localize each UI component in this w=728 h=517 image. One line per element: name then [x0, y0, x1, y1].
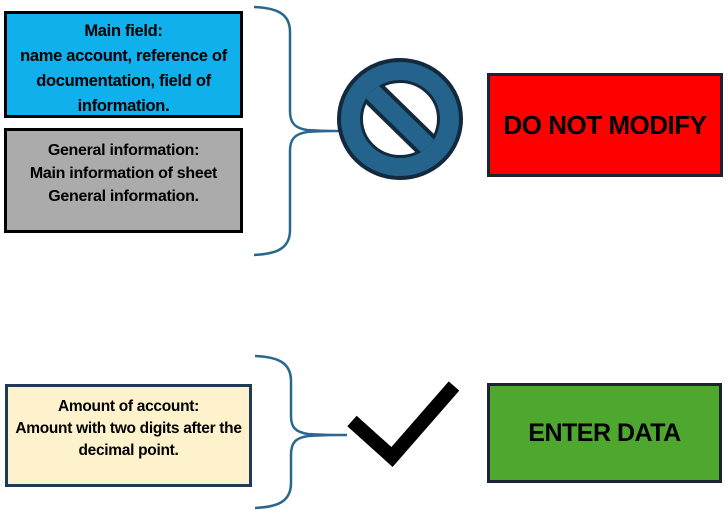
do-not-modify-label: DO NOT MODIFY: [487, 73, 723, 177]
general-info-line: General information.: [48, 188, 199, 205]
main-field-line: Main field:: [84, 22, 163, 40]
main-field-line: information.: [77, 97, 170, 115]
amount-line: decimal point.: [78, 442, 179, 459]
main-field-line: name account, reference of: [20, 47, 227, 65]
main-field-box: Main field: name account, reference of d…: [4, 11, 243, 118]
amount-line: Amount with two digits after the: [15, 420, 242, 437]
curly-brace-bottom-icon: [254, 354, 347, 510]
enter-data-label: ENTER DATA: [487, 383, 722, 483]
no-symbol-icon: [337, 58, 463, 180]
general-info-box: General information: Main information of…: [4, 128, 243, 233]
amount-line: Amount of account:: [58, 398, 199, 415]
curly-brace-top-icon: [253, 5, 343, 257]
checkmark-icon: [347, 381, 460, 467]
general-info-line: Main information of sheet: [29, 165, 218, 182]
main-field-line: documentation, field of: [36, 72, 211, 90]
general-info-line: General information:: [47, 142, 200, 159]
amount-box: Amount of account: Amount with two digit…: [5, 384, 252, 487]
